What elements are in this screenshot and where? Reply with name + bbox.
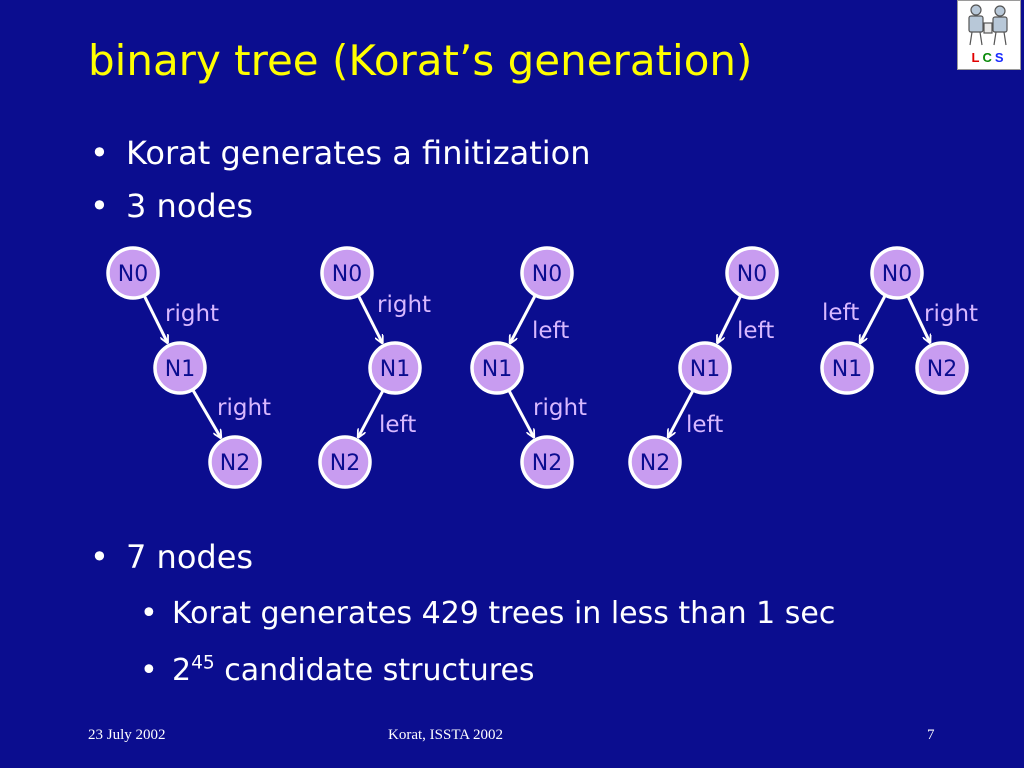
node-label: N2 [532, 451, 562, 476]
bullet-3-nodes: • 3 nodes [90, 187, 253, 225]
node-circle [106, 246, 160, 300]
slide-title: binary tree (Korat’s generation) [88, 36, 753, 85]
node-circle [520, 435, 574, 489]
edge-arrow-left [358, 390, 385, 437]
node-label: N1 [690, 357, 720, 382]
edge-arrow-left [860, 295, 887, 343]
node-label: N2 [927, 357, 957, 382]
node-circle [153, 341, 207, 395]
node-circle [470, 341, 524, 395]
tree-node-n2: N2 [318, 435, 372, 489]
tree-node-n0: N0 [320, 246, 374, 300]
footer-date: 23 July 2002 [88, 727, 166, 743]
tree-node-n1: N1 [470, 341, 524, 395]
sub-bullet-text: candidate structures [214, 653, 535, 688]
bullet-symbol: • [90, 134, 109, 172]
bullet-text: 3 nodes [126, 187, 254, 225]
node-label: N1 [482, 357, 512, 382]
node-circle [318, 435, 372, 489]
footer-presentation: Korat, ISSTA 2002 [388, 727, 504, 743]
node-label: N1 [380, 357, 410, 382]
node-circle [320, 246, 374, 300]
node-label: N2 [220, 451, 250, 476]
edge-arrow-left [716, 295, 742, 343]
tree-node-n0: N0 [870, 246, 924, 300]
edge-arrow-right [191, 389, 221, 437]
edge-label-right: right [533, 395, 587, 421]
tree-node-n1: N1 [678, 341, 732, 395]
node-circle [368, 341, 422, 395]
logo-letter-l: L [971, 50, 983, 65]
node-label: N1 [832, 357, 862, 382]
edge-label-left: left [737, 318, 774, 344]
sub-bullet-candidate-structures: • 245 candidate structures [140, 653, 535, 688]
edge-arrow-right [143, 295, 169, 343]
node-circle [678, 341, 732, 395]
bullet-finitization: • Korat generates a finitization [90, 134, 591, 172]
edge-label-right: right [924, 301, 978, 327]
bullet-text: 7 nodes [126, 538, 254, 576]
bullet-symbol: • [90, 187, 109, 225]
tree-node-n2: N2 [915, 341, 969, 395]
node-circle [725, 246, 779, 300]
tree-node-n0: N0 [106, 246, 160, 300]
edge-label-left: left [379, 412, 416, 438]
node-label: N2 [640, 451, 670, 476]
tree-node-n0: N0 [520, 246, 574, 300]
sub-bullet-text: Korat generates 429 trees in less than 1… [172, 596, 836, 631]
bullet-symbol: • [140, 653, 158, 688]
edge-arrow-right [357, 295, 384, 343]
edge-arrow-right [507, 390, 534, 437]
node-label: N1 [165, 357, 195, 382]
edge-arrow-left [510, 295, 537, 343]
bullet-text: Korat generates a finitization [126, 134, 591, 172]
logo-letter-c: C [982, 50, 995, 65]
edge-label-right: right [377, 292, 431, 318]
edge-arrow-right [906, 295, 930, 342]
lcs-logo-figures-icon [968, 4, 1008, 46]
lcs-logo-letters: LCS [958, 50, 1020, 65]
tree-node-n0: N0 [725, 246, 779, 300]
node-label: N0 [118, 262, 148, 287]
node-circle [870, 246, 924, 300]
tree-node-n1: N1 [820, 341, 874, 395]
power-base: 2 [172, 653, 192, 688]
bullet-symbol: • [140, 596, 158, 631]
edge-label-right: right [217, 395, 271, 421]
node-label: N0 [532, 262, 562, 287]
node-circle [628, 435, 682, 489]
sub-bullet-429-trees: • Korat generates 429 trees in less than … [140, 596, 835, 631]
node-circle [520, 246, 574, 300]
tree-node-n2: N2 [520, 435, 574, 489]
tree-node-n2: N2 [628, 435, 682, 489]
node-circle [820, 341, 874, 395]
bullet-symbol: • [90, 538, 109, 576]
edge-label-left: left [686, 412, 723, 438]
node-label: N0 [737, 262, 767, 287]
edge-label-left: left [532, 318, 569, 344]
logo-letter-s: S [994, 50, 1007, 65]
node-label: N2 [330, 451, 360, 476]
node-label: N0 [332, 262, 362, 287]
power-exponent: 45 [191, 652, 215, 674]
node-circle [915, 341, 969, 395]
tree-node-n2: N2 [208, 435, 262, 489]
edge-label-left: left [822, 300, 859, 326]
bullet-7-nodes: • 7 nodes [90, 538, 253, 576]
tree-node-n1: N1 [153, 341, 207, 395]
lcs-logo: LCS [957, 0, 1021, 70]
node-label: N0 [882, 262, 912, 287]
edge-arrow-left [668, 390, 695, 437]
edge-label-right: right [165, 301, 219, 327]
tree-node-n1: N1 [368, 341, 422, 395]
node-circle [208, 435, 262, 489]
footer-page-number: 7 [927, 727, 935, 743]
